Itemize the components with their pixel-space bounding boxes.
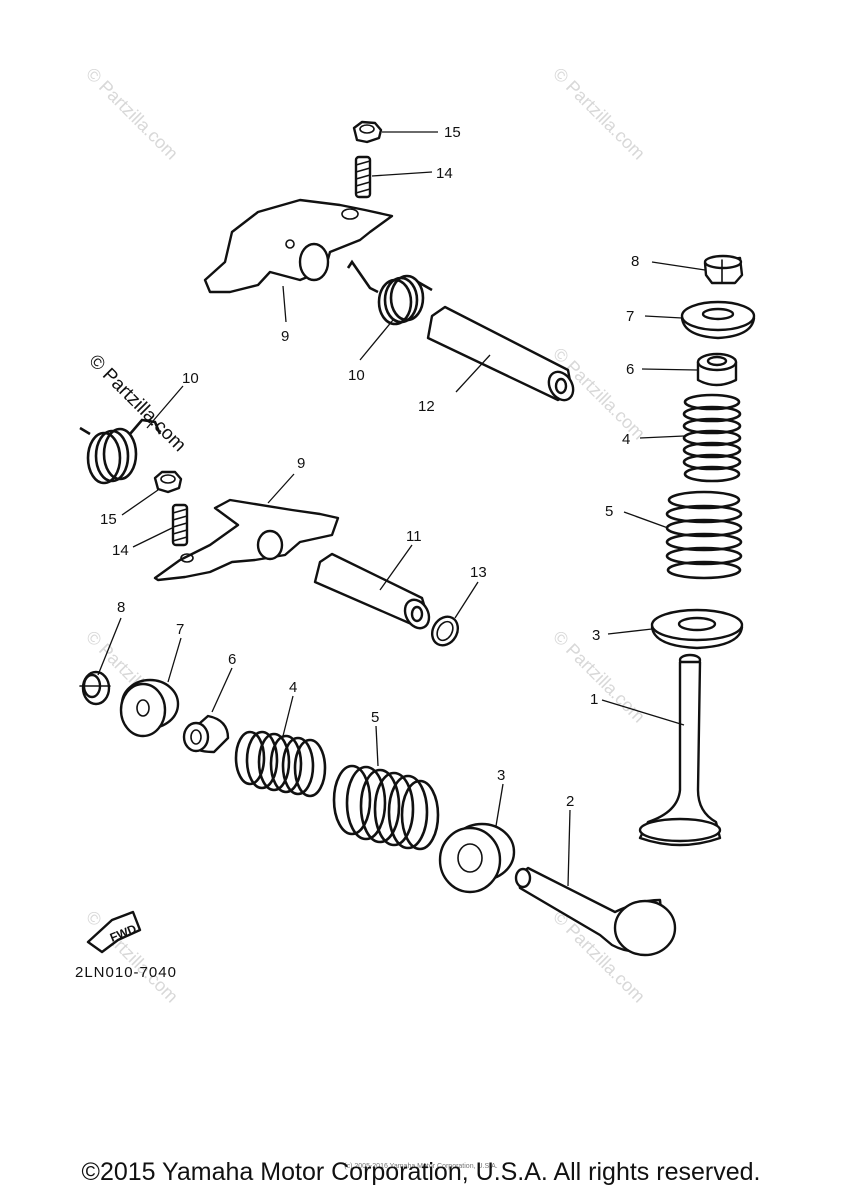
fine-print: (c) 2005-2016 Yamaha Motor Corporation, … (344, 1163, 498, 1170)
nut-15-left (153, 470, 183, 494)
watermark: © Partzilla.com (549, 64, 649, 164)
rocker-arm-9-top (203, 198, 394, 294)
o-ring-13 (430, 615, 460, 647)
retainer-7-right (680, 300, 756, 340)
callout-4: 4 (622, 431, 630, 448)
callout-10: 10 (182, 370, 199, 387)
torsion-spring-10-left (79, 418, 162, 485)
callout-8: 8 (117, 599, 125, 616)
callout-1: 1 (590, 691, 598, 708)
torsion-spring-10-top (346, 259, 433, 326)
callout-9: 9 (297, 455, 305, 472)
callout-7: 7 (626, 308, 634, 325)
callout-5: 5 (371, 709, 379, 726)
nut-15-top (352, 120, 383, 144)
callout-6: 6 (626, 361, 634, 378)
callout-4: 4 (289, 679, 297, 696)
rocker-arm-9-left (153, 498, 340, 582)
callouts: 15 14 9 10 12 8 7 6 4 5 3 1 10 9 15 14 1… (100, 124, 639, 810)
callout-6: 6 (228, 651, 236, 668)
callout-9: 9 (281, 328, 289, 345)
callout-15: 15 (444, 124, 461, 141)
spring-seat-3-right (650, 608, 744, 650)
keeper-8-left (79, 670, 111, 706)
spring-5-left (332, 764, 440, 851)
valve-1 (638, 653, 722, 847)
spring-4-left (234, 730, 327, 798)
retainer-7-left (119, 678, 180, 738)
screw-14-left (171, 503, 189, 547)
callout-5: 5 (605, 503, 613, 520)
callout-14: 14 (112, 542, 129, 559)
callout-11: 11 (406, 528, 422, 545)
seal-6-left (182, 714, 230, 754)
callout-8: 8 (631, 253, 639, 270)
callout-7: 7 (176, 621, 184, 638)
rocker-shaft-11 (313, 552, 431, 630)
screw-14-top (354, 155, 372, 199)
callout-15: 15 (100, 511, 117, 528)
seal-6-right (696, 352, 738, 387)
callout-3: 3 (592, 627, 600, 644)
callout-10: 10 (348, 367, 365, 384)
watermark: © Partzilla.com (82, 64, 182, 164)
watermarks: © Partzilla.com © Partzilla.com © Partzi… (82, 64, 649, 1007)
callout-12: 12 (418, 398, 435, 415)
spring-4-right (682, 393, 742, 483)
callout-13: 13 (470, 564, 487, 581)
leader-lines (97, 131, 706, 887)
spring-5-right (665, 490, 743, 580)
spring-seat-3-left (438, 822, 516, 894)
keeper-8-right (703, 254, 744, 285)
copyright-footer: ©2015 Yamaha Motor Corporation, U.S.A. A… (81, 1158, 761, 1186)
callout-14: 14 (436, 165, 453, 182)
valve-2 (514, 866, 677, 957)
diagram-code: 2LN010-7040 (75, 964, 177, 981)
callout-2: 2 (566, 793, 574, 810)
rocker-shaft-12 (426, 305, 575, 402)
callout-3: 3 (497, 767, 505, 784)
